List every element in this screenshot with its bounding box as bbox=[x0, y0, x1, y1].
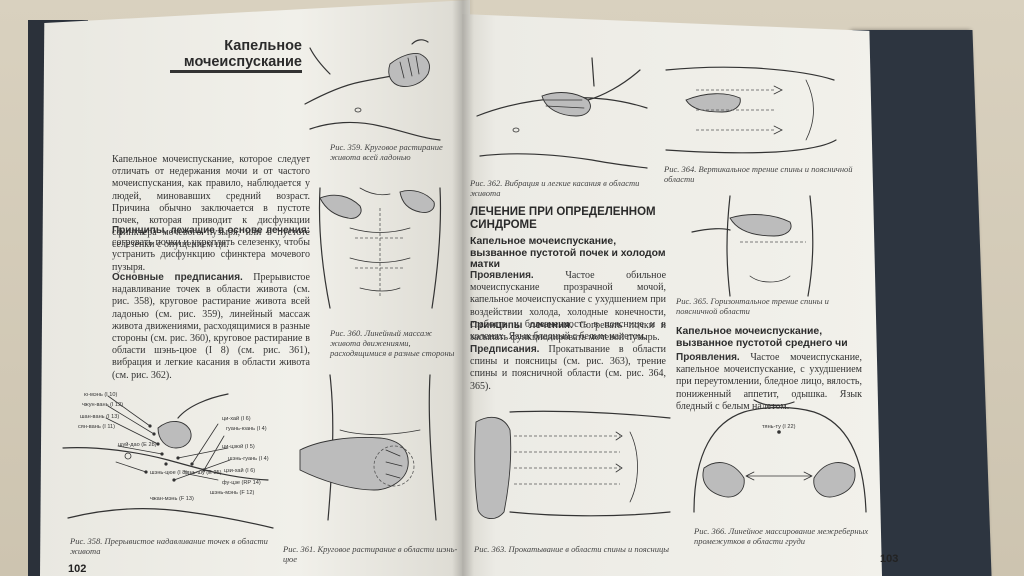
caption-fig364: Рис. 364. Вертикальное трение спины и по… bbox=[664, 164, 853, 184]
caption-fig360: Рис. 360. Линейный массаж живота движени… bbox=[330, 328, 455, 358]
principles-paragraph: Принципы, лежащие в основе лечения: согр… bbox=[112, 225, 310, 274]
subsection1-heading: Капельное мочеиспускание, вызванное пуст… bbox=[470, 236, 666, 270]
intro-paragraph: Капельное мочеиспускание, которое следуе… bbox=[112, 154, 310, 252]
prescriptions-heading: Основные предписания. bbox=[112, 272, 243, 283]
sub1-manifest-label: Проявления. bbox=[470, 270, 534, 281]
caption-fig366: Рис. 366. Линейное массирование межребер… bbox=[694, 526, 869, 546]
caption-fig358: Рис. 358. Прерывистое надавливание точек… bbox=[70, 536, 268, 556]
sub1-principles-label: Принципы лечения. bbox=[470, 320, 573, 331]
caption-fig363: Рис. 363. Прокатывание в области спины и… bbox=[474, 544, 669, 554]
figure-363-illustration bbox=[474, 410, 671, 519]
point-label: ци-цзюй (I 5) bbox=[222, 444, 255, 450]
point-label: гуань-юань (I 4) bbox=[226, 426, 267, 432]
point-label: ци-хай (I 6) bbox=[222, 416, 251, 422]
prescriptions-text: Прерывистое надавливание точек в области… bbox=[112, 272, 310, 381]
sub1-prescriptions: Предписания. Прокатывание в области спин… bbox=[470, 344, 666, 393]
sub1-prescr-text: Прокатывание в области спины и поясницы … bbox=[470, 344, 666, 392]
point-label: чжун-вань (I 12) bbox=[82, 402, 124, 408]
right-page bbox=[462, 14, 882, 576]
caption-fig362: Рис. 362. Вибрация и легкие касания в об… bbox=[470, 178, 640, 198]
sub2-manifest-label: Проявления. bbox=[676, 352, 740, 363]
principles-text: согревать почки и укреплять селезенку, ч… bbox=[112, 237, 310, 273]
sub2-manifest-text: Частое мочеиспускание, капельное мочеисп… bbox=[676, 352, 862, 412]
caption-fig359: Рис. 359. Круговое растирание живота все… bbox=[330, 142, 443, 162]
figure-360-illustration bbox=[318, 187, 442, 309]
point-label: ю-мэнь (I 10) bbox=[84, 392, 118, 398]
page-number-left: 102 bbox=[68, 563, 87, 575]
sub2-manifestations: Проявления. Частое мочеиспускание, капел… bbox=[676, 352, 862, 413]
point-label: шэнь-цюе (I 8) bbox=[150, 470, 188, 476]
figure-364-illustration bbox=[665, 66, 837, 154]
figure-365-illustration bbox=[691, 195, 814, 297]
sub1-manifestations: Проявления. Частое обильное мочеиспускан… bbox=[470, 270, 666, 343]
figure-362-illustration bbox=[476, 57, 648, 169]
page-number-right: 103 bbox=[880, 553, 899, 565]
principles-heading: Принципы, лежащие в основе лечения: bbox=[112, 225, 310, 236]
point-label: фу-цзе (RP 14) bbox=[222, 480, 261, 486]
figure-358-illustration bbox=[62, 393, 274, 529]
sub1-principles: Принципы лечения. Согревать почки и засы… bbox=[470, 320, 666, 344]
point-label: чжан-мэнь (F 13) bbox=[150, 496, 194, 502]
prescriptions-paragraph: Основные предписания. Прерывистое надавл… bbox=[112, 272, 310, 382]
point-label: шэнь-гуань (I 4) bbox=[228, 456, 269, 462]
point-label: тянь-шу (E 25) bbox=[184, 470, 222, 476]
syndrome-section-heading: ЛЕЧЕНИЕ ПРИ ОПРЕДЕЛЕННОМ СИНДРОМЕ bbox=[470, 206, 656, 231]
point-label: шэнь-мэнь (F 12) bbox=[210, 490, 255, 496]
figure-366-illustration bbox=[693, 399, 867, 513]
subsection2-heading: Капельное мочеиспускание, вызванное пуст… bbox=[676, 326, 848, 349]
section-title-box: Капельное мочеиспускание bbox=[170, 38, 302, 73]
sub1-prescr-label: Предписания. bbox=[470, 344, 540, 355]
point-label: сян-вань (I 11) bbox=[78, 424, 115, 430]
point-label: шан-вань (I 13) bbox=[80, 414, 120, 420]
section-title: Капельное мочеиспускание bbox=[183, 38, 302, 70]
book-gutter bbox=[452, 0, 474, 576]
intro-text: Капельное мочеиспускание, которое следуе… bbox=[112, 154, 310, 251]
figure-361-illustration bbox=[299, 374, 437, 521]
point-label: цзи-хай (I 6) bbox=[224, 468, 256, 474]
caption-fig361: Рис. 361. Круговое растирание в области … bbox=[283, 544, 458, 564]
point-label-tianshu: тянь-ту (I 22) bbox=[762, 424, 796, 430]
figure-359-illustration bbox=[304, 39, 441, 141]
caption-fig365: Рис. 365. Горизонтальное трение спины и … bbox=[676, 296, 829, 316]
sub1-manifest-text: Частое обильное мочеиспускание прозрачно… bbox=[470, 270, 667, 343]
point-label: шуй-дао (E 28) bbox=[118, 442, 157, 448]
sub1-principles-text: Согревать почки и засыпать функционирова… bbox=[470, 320, 666, 344]
